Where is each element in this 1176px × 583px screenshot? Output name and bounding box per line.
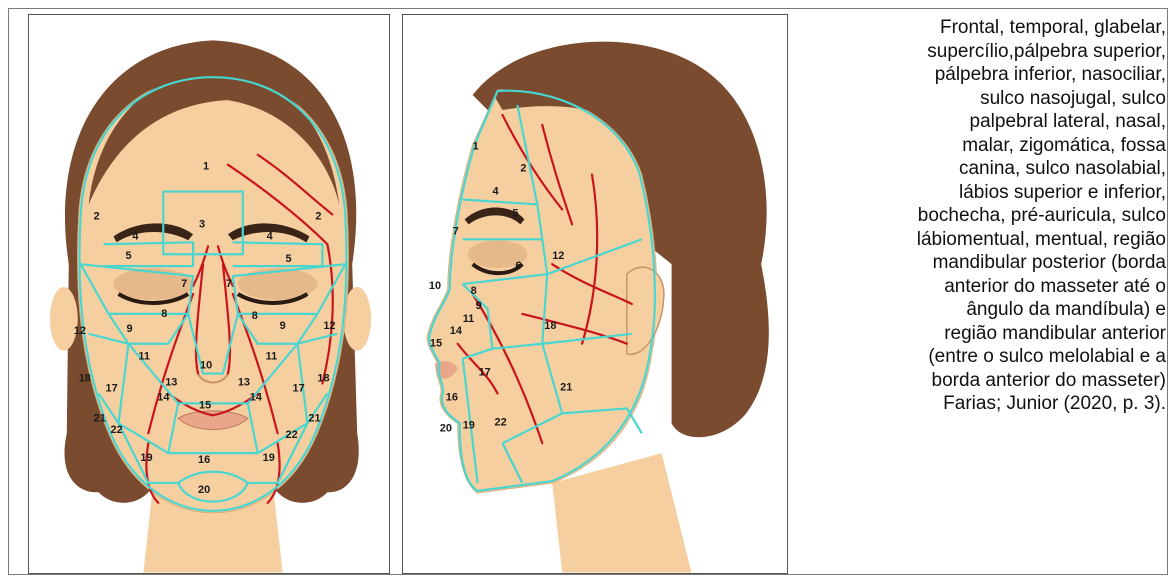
side-label-21: 21 (560, 381, 572, 393)
front-label-3: 3 (199, 218, 205, 230)
front-label-10: 10 (200, 360, 212, 372)
front-label-2-right: 2 (315, 210, 321, 222)
side-face-illustration: 1 2 4 5 6 7 8 9 10 11 12 14 15 16 17 18 … (403, 15, 787, 573)
front-label-19-left: 19 (140, 452, 152, 464)
front-label-5-left: 5 (125, 250, 131, 262)
side-label-15: 15 (430, 338, 442, 350)
side-ear (627, 267, 664, 354)
side-label-10: 10 (429, 280, 441, 292)
front-label-18-right: 18 (317, 373, 329, 385)
front-face-panel: 1 2 2 3 4 4 5 5 7 7 8 8 9 9 10 11 11 12 … (28, 14, 390, 574)
front-label-17-left: 17 (106, 382, 118, 394)
front-label-13-left: 13 (165, 376, 177, 388)
front-label-13-right: 13 (238, 376, 250, 388)
front-label-16: 16 (198, 454, 210, 466)
front-label-9-right: 9 (280, 320, 286, 332)
front-label-1: 1 (203, 161, 209, 173)
front-label-5-right: 5 (286, 253, 292, 265)
side-label-18: 18 (544, 320, 556, 332)
front-label-17-right: 17 (293, 382, 305, 394)
side-face-skin (427, 90, 657, 493)
facial-zones-caption: Frontal, temporal, glabelar, supercílio,… (800, 16, 1166, 416)
front-ear-left (50, 287, 78, 351)
front-label-22-left: 22 (111, 424, 123, 436)
front-label-19-right: 19 (263, 452, 275, 464)
front-label-18-left: 18 (79, 373, 91, 385)
side-label-11: 11 (463, 313, 475, 325)
front-label-9-left: 9 (126, 323, 132, 335)
front-face-illustration: 1 2 2 3 4 4 5 5 7 7 8 8 9 9 10 11 11 12 … (29, 15, 389, 573)
side-label-17: 17 (479, 367, 491, 379)
side-label-9: 9 (476, 300, 482, 312)
front-label-2-left: 2 (94, 210, 100, 222)
front-label-4-right: 4 (267, 230, 274, 242)
front-label-4-left: 4 (132, 230, 139, 242)
front-label-11-left: 11 (138, 351, 150, 363)
side-face-panel: 1 2 4 5 6 7 8 9 10 11 12 14 15 16 17 18 … (402, 14, 788, 574)
side-label-12: 12 (552, 250, 564, 262)
front-label-14-right: 14 (250, 391, 263, 403)
front-label-7-left: 7 (181, 278, 187, 290)
front-label-21-left: 21 (94, 412, 106, 424)
front-label-8-left: 8 (161, 308, 167, 320)
side-label-4: 4 (493, 186, 500, 198)
front-label-12-left: 12 (74, 325, 86, 337)
side-label-5: 5 (512, 207, 518, 219)
front-label-15: 15 (199, 399, 211, 411)
side-label-20: 20 (440, 422, 452, 434)
side-label-19: 19 (463, 419, 475, 431)
side-label-6: 6 (515, 260, 521, 272)
front-label-20: 20 (198, 484, 210, 496)
side-label-8: 8 (471, 285, 477, 297)
front-label-21-right: 21 (308, 412, 320, 424)
front-label-7-right: 7 (226, 278, 232, 290)
side-label-1: 1 (473, 141, 479, 153)
front-label-22-right: 22 (286, 429, 298, 441)
side-label-2: 2 (520, 163, 526, 175)
side-label-14: 14 (450, 325, 463, 337)
side-label-16: 16 (446, 391, 458, 403)
front-label-8-right: 8 (252, 310, 258, 322)
front-label-11-right: 11 (266, 351, 278, 363)
side-label-7: 7 (453, 225, 459, 237)
front-label-14-left: 14 (157, 391, 170, 403)
front-label-12-right: 12 (323, 320, 335, 332)
side-label-22: 22 (495, 416, 507, 428)
